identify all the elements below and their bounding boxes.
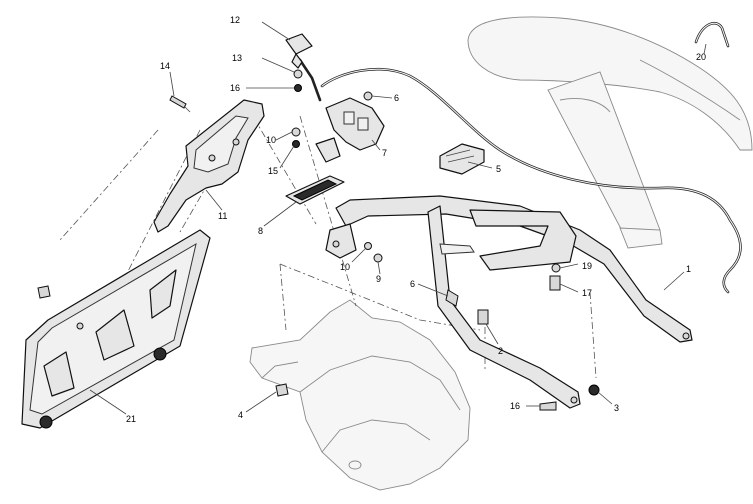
callout-21: 21: [126, 414, 136, 424]
callout-16-top: 16: [230, 83, 240, 93]
plate-panel-part-21: [21, 229, 211, 429]
tail-shell-ghost: [467, 16, 753, 249]
callout-3: 3: [614, 403, 619, 413]
callout-14: 14: [160, 61, 170, 71]
callout-20: 20: [696, 52, 706, 62]
leader-lines: [89, 21, 707, 415]
callout-10-lower: 10: [340, 262, 350, 272]
connector-part-12: [285, 33, 313, 69]
callout-2: 2: [498, 346, 503, 356]
cable-part-20: [694, 21, 730, 48]
callout-labels: 12 13 16 14 6 10 7 15 5 11 8 10 9 6 19 1…: [126, 15, 706, 424]
bracket-part-7: [315, 97, 385, 163]
callout-19: 19: [582, 261, 592, 271]
wiring-cable: [298, 58, 742, 294]
callout-5: 5: [496, 164, 501, 174]
callout-7: 7: [382, 148, 387, 158]
callout-17: 17: [582, 288, 592, 298]
callout-15: 15: [268, 166, 278, 176]
rubber-pad-part-5: [439, 143, 485, 175]
reflector-part-8: [285, 175, 345, 205]
callout-12: 12: [230, 15, 240, 25]
callout-6-top: 6: [394, 93, 399, 103]
callout-9: 9: [376, 274, 381, 284]
plate-holder-part-11: [153, 99, 265, 233]
callout-1: 1: [686, 264, 691, 274]
rear-mudguard-ghost: [249, 299, 471, 491]
rear-subframe-part-1: [325, 195, 693, 409]
callout-13: 13: [232, 53, 242, 63]
callout-4: 4: [238, 410, 243, 420]
callout-11: 11: [218, 211, 227, 221]
callout-8: 8: [258, 226, 263, 236]
callout-16-bottom: 16: [510, 401, 520, 411]
callout-6-lower: 6: [410, 279, 415, 289]
callout-10-top: 10: [266, 135, 276, 145]
hardware: [37, 69, 600, 411]
